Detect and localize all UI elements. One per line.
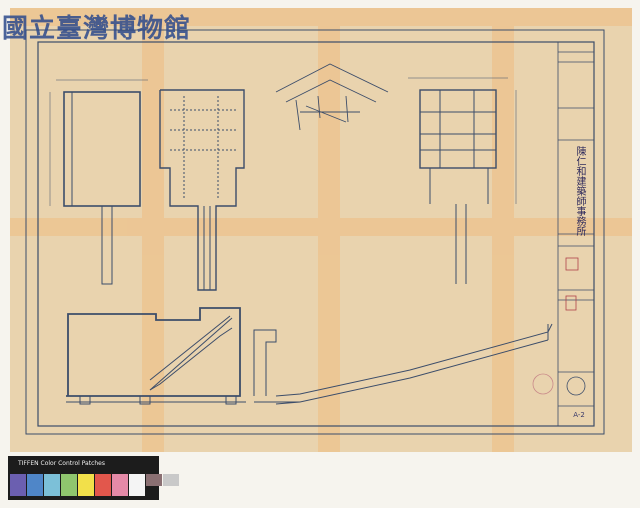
plan-view-1 <box>49 79 148 285</box>
section-view <box>66 307 246 405</box>
title-block-project-name: 陳仁和建築師事務所 <box>574 146 585 236</box>
color-swatch <box>10 474 26 496</box>
color-swatch <box>129 474 145 496</box>
title-block-drawing-number: A-2 <box>573 411 585 419</box>
color-swatch <box>44 474 60 496</box>
color-swatch <box>27 474 43 496</box>
color-swatch <box>163 474 179 486</box>
color-swatch <box>146 474 162 486</box>
blueprint-sheet <box>10 8 632 452</box>
ramp-section <box>253 323 553 405</box>
plan-view-2 <box>159 89 245 291</box>
color-swatch <box>61 474 77 496</box>
tape-stains <box>10 8 632 452</box>
color-swatch-row <box>10 474 180 496</box>
elevation-frame <box>408 77 517 284</box>
color-swatch <box>112 474 128 496</box>
color-swatch <box>95 474 111 496</box>
outer-border <box>25 29 605 435</box>
architectural-drawing <box>10 8 632 452</box>
title-block <box>532 41 595 427</box>
color-patches-title: TIFFEN Color Control Patches <box>18 460 105 467</box>
color-swatch <box>78 474 94 496</box>
watermark: 國立臺灣博物館 <box>2 14 192 44</box>
isometric-detail <box>275 63 389 131</box>
